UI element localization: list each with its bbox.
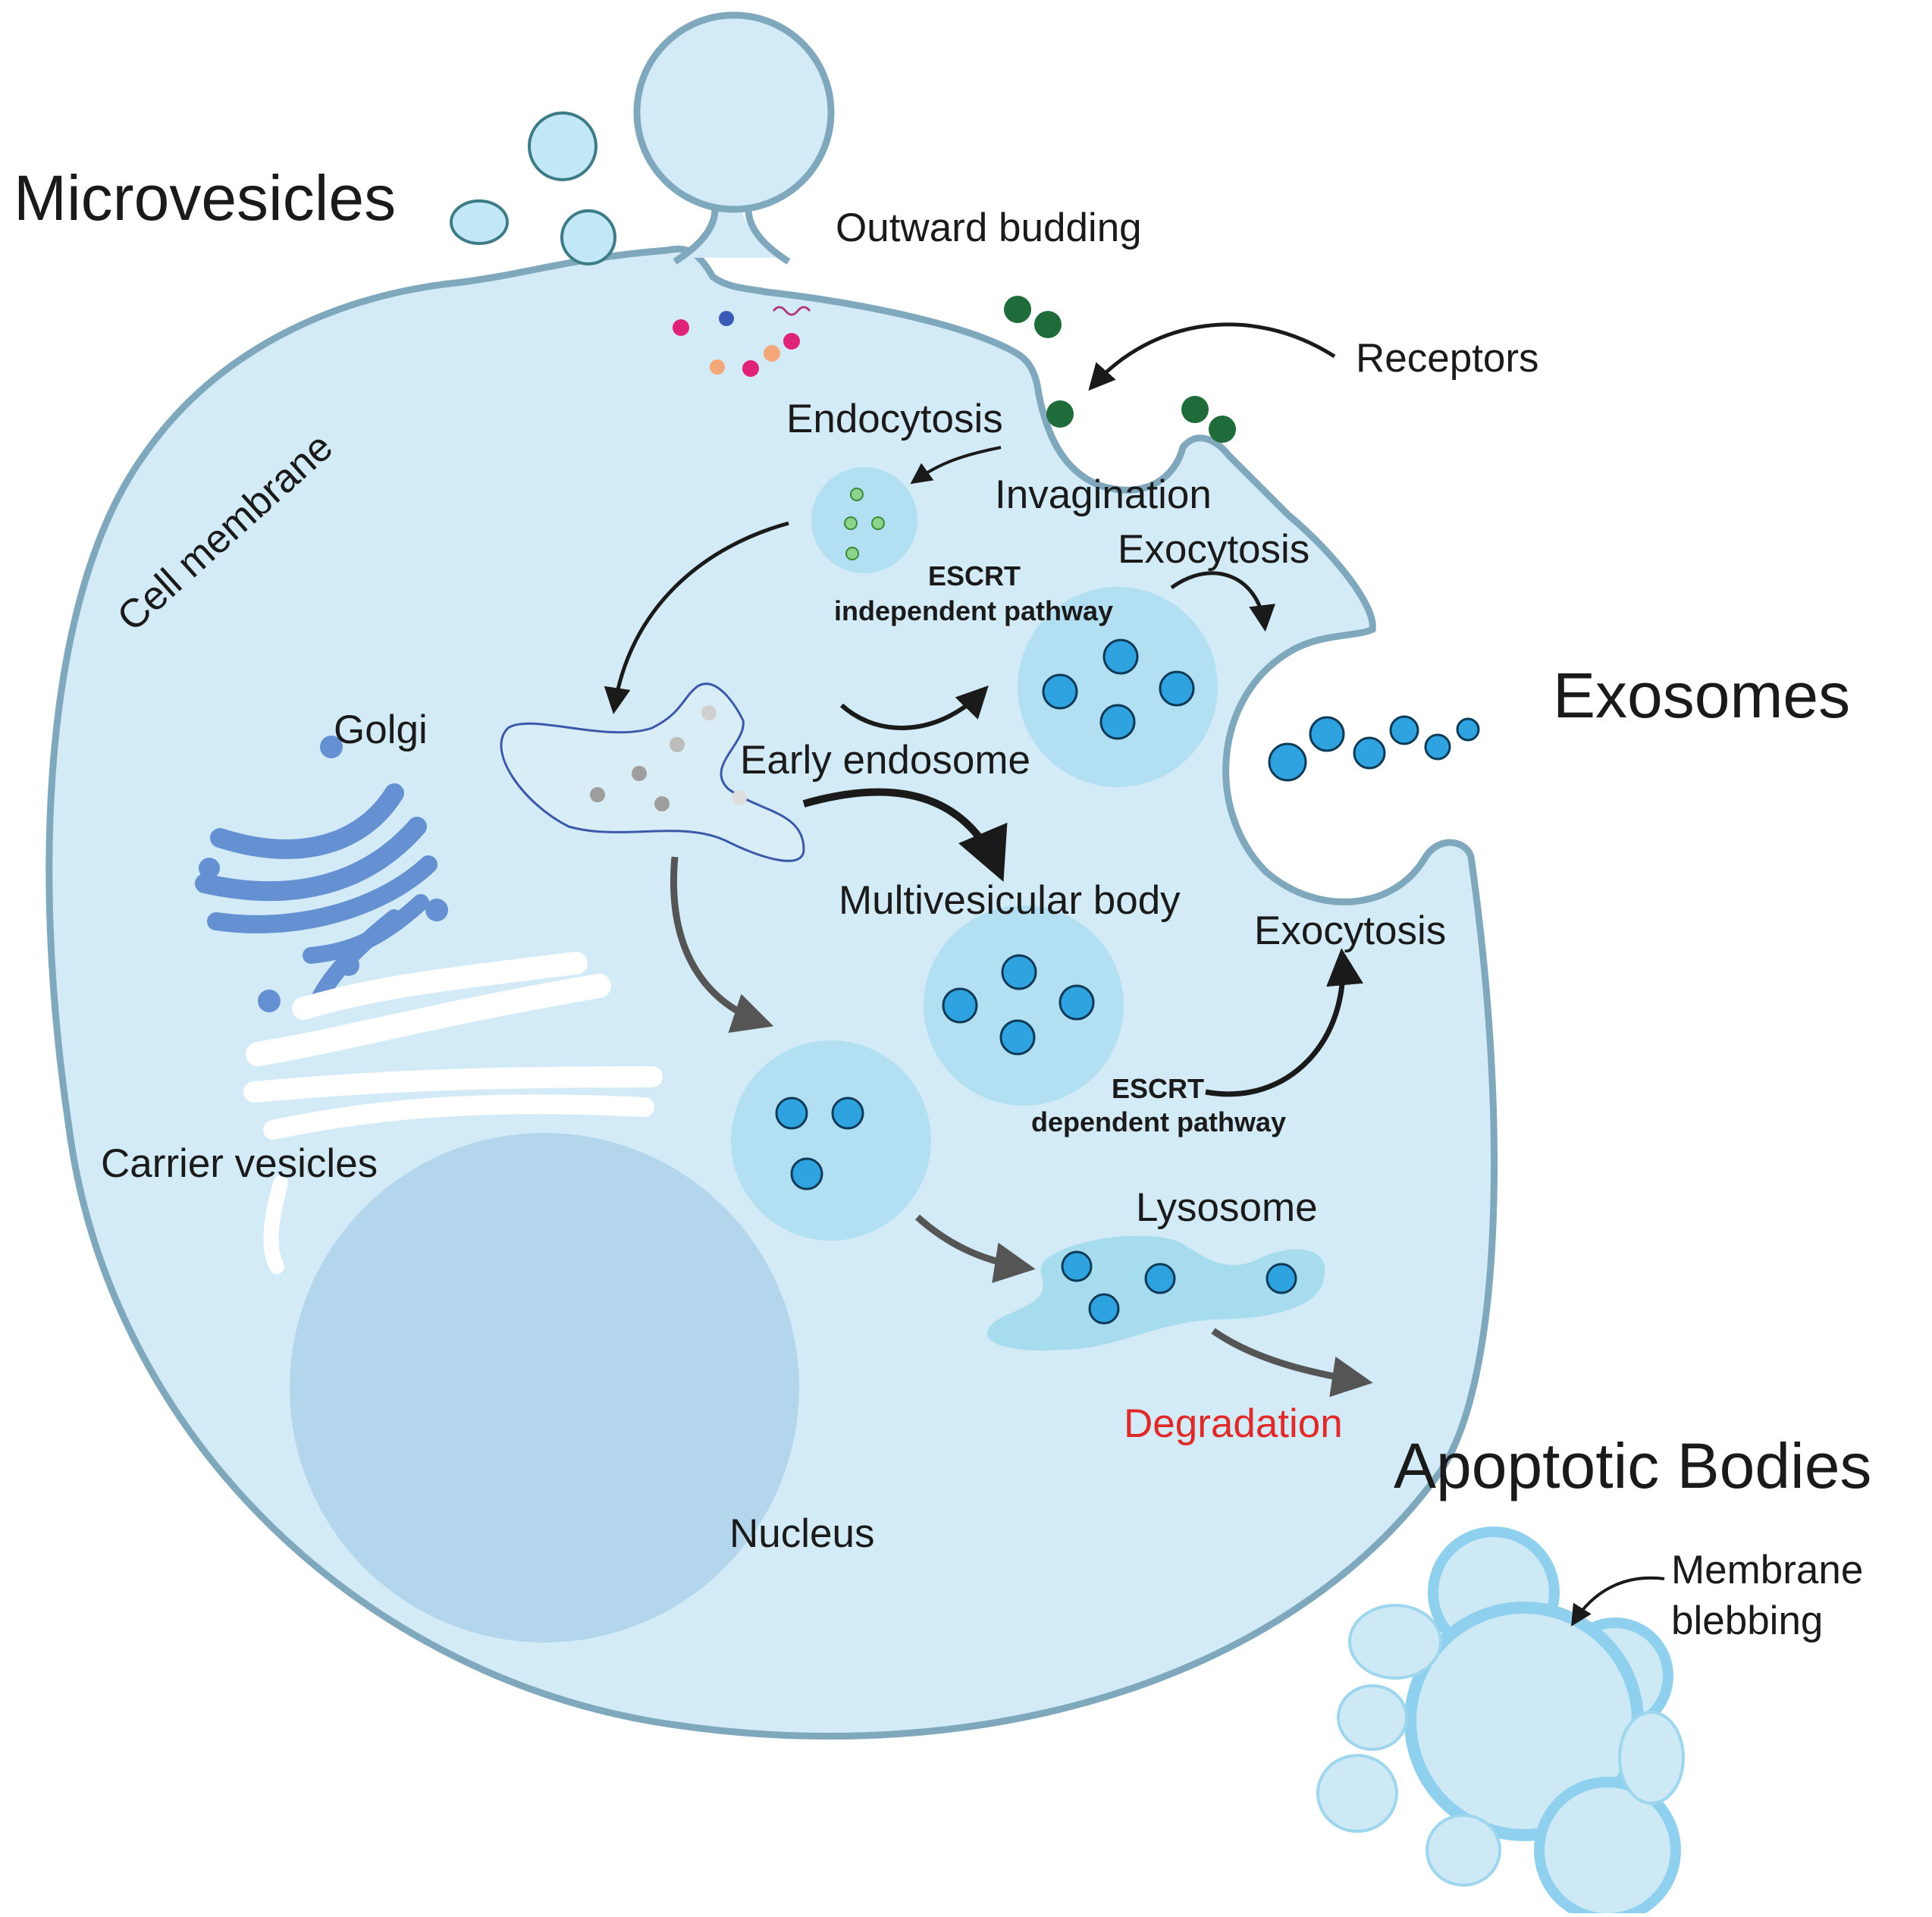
cargo-dot <box>590 787 605 802</box>
cargo-dot <box>673 319 689 336</box>
cargo-dot <box>732 790 747 805</box>
multivesicular-body <box>924 905 1124 1106</box>
golgi-vesicle <box>425 899 448 921</box>
label-receptors: Receptors <box>1356 336 1539 381</box>
intraluminal-vesicle <box>1099 704 1136 740</box>
golgi-vesicle <box>338 955 359 976</box>
label-escrt-independent: ESCRT <box>928 560 1021 591</box>
cargo-dot <box>632 766 647 781</box>
apoptotic-bodies-cluster <box>1316 1526 1685 1917</box>
carrier-vesicles-shape <box>243 952 663 1274</box>
receptor <box>1034 311 1062 338</box>
endocytosis-arrow <box>910 446 1002 485</box>
intraluminal-vesicle <box>999 1019 1036 1056</box>
cargo-dot <box>654 796 670 811</box>
label-microvesicles: Microvesicles <box>14 162 396 234</box>
late-endosome <box>731 1040 931 1241</box>
cargo-dot <box>701 705 717 720</box>
label-outward-budding: Outward budding <box>836 206 1142 250</box>
exosome <box>1456 717 1480 742</box>
lysosome-vesicle <box>1088 1293 1120 1325</box>
degradation-arrow <box>1211 1328 1373 1398</box>
intraluminal-vesicle <box>1102 638 1139 675</box>
receptor <box>1004 296 1031 323</box>
to-mvb-arrow <box>802 788 1008 882</box>
label-endocytosis: Endocytosis <box>786 397 1003 441</box>
multivesicular-body-top <box>1018 587 1218 787</box>
lysosome-vesicle <box>1061 1250 1093 1282</box>
cargo-dot <box>742 360 759 377</box>
label-multivesicular-body: Multivesicular body <box>839 878 1181 923</box>
label-blebbing: blebbing <box>1671 1599 1823 1643</box>
microvesicle <box>528 111 597 181</box>
exosome <box>1424 733 1451 761</box>
label-invagination: Invagination <box>995 472 1212 517</box>
label-lysosome: Lysosome <box>1136 1185 1318 1230</box>
intraluminal-vesicle <box>831 1097 864 1130</box>
lysosome-vesicle <box>1266 1263 1297 1294</box>
exosome <box>1309 716 1345 752</box>
cargo-dot <box>719 311 734 326</box>
dependent-pathway-arrow <box>1205 948 1363 1097</box>
cargo-dot <box>850 488 864 501</box>
label-apoptotic-bodies: Apoptotic Bodies <box>1394 1430 1871 1501</box>
rna-squiggle <box>772 306 811 316</box>
intraluminal-vesicle <box>790 1157 823 1191</box>
label-exocytosis-top: Exocytosis <box>1118 527 1309 572</box>
cargo-dot <box>845 547 859 560</box>
to-early-endosome-arrow <box>604 521 789 714</box>
label-nucleus: Nucleus <box>729 1511 874 1556</box>
cargo-dot <box>710 359 725 375</box>
label-exosomes: Exosomes <box>1553 660 1850 731</box>
budding-vesicle <box>633 11 835 213</box>
cargo-dot <box>764 345 780 362</box>
exosome <box>1268 742 1307 782</box>
cargo-dot <box>844 516 858 530</box>
label-degradation: Degradation <box>1124 1401 1343 1446</box>
label-dependent-pathway: dependent pathway <box>1031 1106 1286 1137</box>
intraluminal-vesicle <box>1001 954 1037 990</box>
cargo-dot <box>670 737 685 752</box>
receptor <box>1209 416 1236 443</box>
golgi-vesicle <box>199 858 220 879</box>
label-exocytosis-bottom: Exocytosis <box>1254 908 1446 953</box>
golgi-vesicle <box>258 990 281 1012</box>
intraluminal-vesicle <box>1159 670 1195 707</box>
cargo-dot <box>871 516 885 530</box>
receptor <box>1046 400 1074 428</box>
cargo-dot <box>783 333 800 350</box>
membrane-blebbing-arrow <box>1571 1576 1665 1627</box>
independent-pathway-arrow <box>839 685 989 730</box>
intraluminal-vesicle <box>775 1097 808 1130</box>
label-membrane: Membrane <box>1671 1548 1863 1592</box>
receptor <box>1181 396 1209 423</box>
lysosome-vesicle <box>1144 1263 1176 1294</box>
label-early-endosome: Early endosome <box>740 738 1030 783</box>
endocytic-vesicle <box>811 467 917 573</box>
intraluminal-vesicle <box>942 987 978 1024</box>
label-golgi: Golgi <box>334 708 428 752</box>
intraluminal-vesicle <box>1059 984 1095 1021</box>
intraluminal-vesicle <box>1042 673 1078 710</box>
exosome <box>1389 715 1419 745</box>
golgi-vesicle <box>320 736 343 758</box>
to-lysosome-arrow <box>914 1214 1036 1284</box>
exosome <box>1353 736 1386 770</box>
early-endosome <box>500 682 805 862</box>
label-independent-pathway: independent pathway <box>834 595 1113 626</box>
label-escrt-dependent: ESCRT <box>1112 1073 1204 1104</box>
exocytosis-top-arrow <box>1170 571 1275 632</box>
microvesicle <box>450 199 509 245</box>
to-late-endosome-arrow <box>670 856 774 1033</box>
label-carrier-vesicles: Carrier vesicles <box>101 1141 378 1186</box>
receptors-arrow <box>1088 322 1336 391</box>
nucleus <box>290 1133 799 1642</box>
microvesicle <box>560 209 616 265</box>
